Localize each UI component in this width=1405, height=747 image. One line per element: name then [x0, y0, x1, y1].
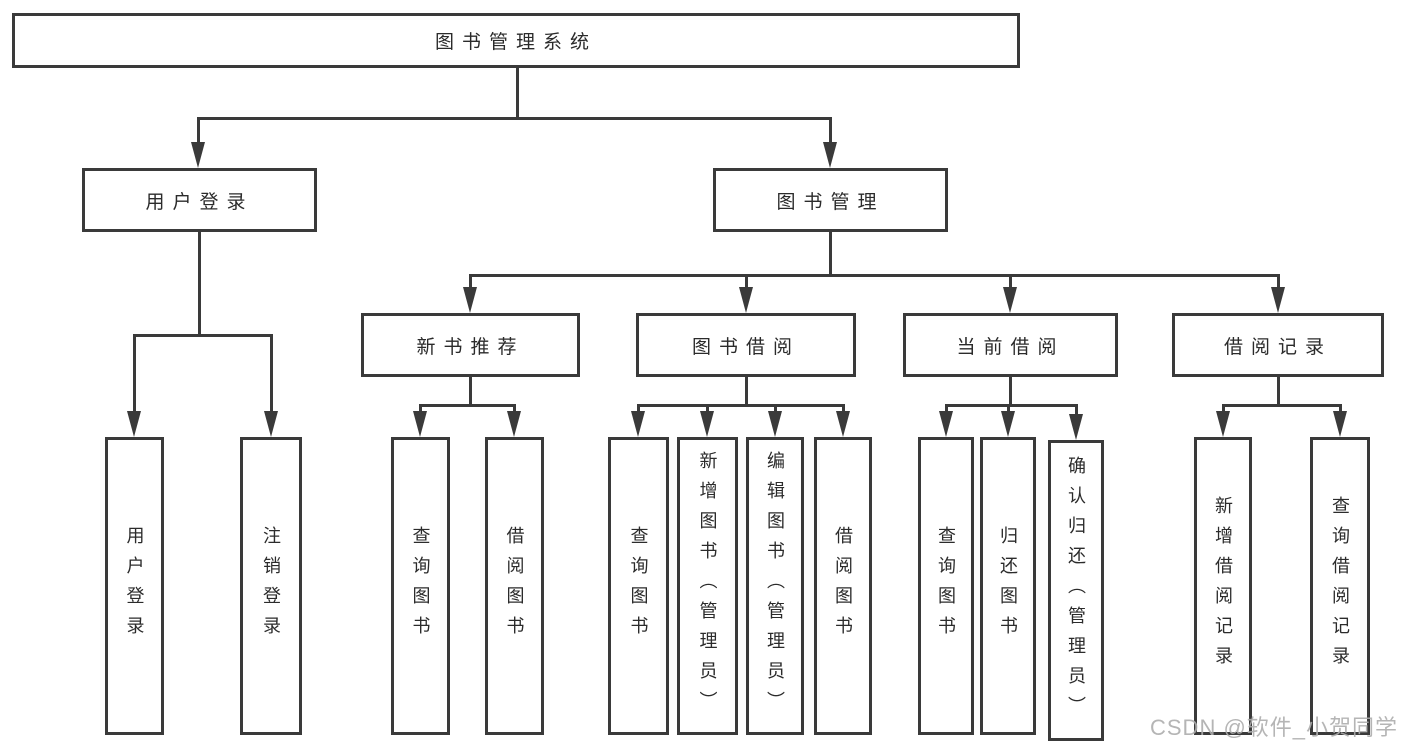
connector-line	[1009, 274, 1012, 289]
node-label: 注销登录	[261, 526, 281, 646]
connector-line	[133, 334, 136, 413]
arrow-down-icon	[823, 142, 837, 168]
node-book-management: 图书管理	[713, 168, 948, 232]
arrow-down-icon	[1271, 287, 1285, 313]
connector-line	[637, 404, 640, 413]
node-leaf-bb-borrow-books: 借阅图书	[814, 437, 872, 735]
connector-line	[198, 232, 201, 335]
watermark-text: CSDN @软件_小贺同学	[1150, 715, 1399, 740]
arrow-down-icon	[1003, 287, 1017, 313]
node-label: 查询图书	[936, 526, 956, 646]
arrow-down-icon	[631, 411, 645, 437]
node-book-borrow: 图书借阅	[636, 313, 856, 377]
arrow-down-icon	[1333, 411, 1347, 437]
connector-line	[469, 377, 472, 406]
connector-line	[513, 404, 516, 413]
connector-line	[829, 232, 832, 276]
node-label: 新增借阅记录	[1213, 496, 1233, 676]
arrow-down-icon	[413, 411, 427, 437]
node-label: 编辑图书（管理员）	[765, 451, 785, 721]
node-label: 新书推荐	[416, 336, 525, 358]
node-leaf-nbr-borrow-books: 借阅图书	[485, 437, 544, 735]
node-label: 当前借阅	[956, 336, 1065, 358]
node-label: 图书管理系统	[434, 32, 597, 53]
arrow-down-icon	[191, 142, 205, 168]
connector-line	[745, 274, 748, 289]
arrow-down-icon	[1001, 411, 1015, 437]
node-label: 图书借阅	[691, 336, 800, 358]
connector-line	[1339, 404, 1342, 413]
connector-line	[1009, 377, 1012, 406]
connector-line	[469, 274, 472, 289]
node-leaf-nbr-query-books: 查询图书	[391, 437, 450, 735]
node-label: 借阅记录	[1223, 336, 1332, 358]
arrow-down-icon	[507, 411, 521, 437]
connector-line	[842, 404, 845, 413]
connector-line	[829, 117, 832, 144]
connector-line	[706, 404, 709, 413]
arrow-down-icon	[264, 411, 278, 437]
node-label: 用户登录	[145, 191, 254, 213]
connector-line	[270, 334, 273, 413]
node-leaf-bb-add-books-admin: 新增图书（管理员）	[677, 437, 738, 735]
connector-line	[1222, 404, 1342, 407]
node-leaf-cb-return-books: 归还图书	[980, 437, 1036, 735]
connector-line	[745, 377, 748, 406]
node-label: 图书管理	[776, 191, 885, 213]
connector-line	[945, 404, 1078, 407]
arrow-down-icon	[127, 411, 141, 437]
node-label: 查询借阅记录	[1330, 496, 1350, 676]
connector-line	[1277, 377, 1280, 406]
connector-line	[419, 404, 516, 407]
node-leaf-bb-query-books: 查询图书	[608, 437, 669, 735]
arrow-down-icon	[463, 287, 477, 313]
node-root: 图书管理系统	[12, 13, 1020, 68]
connector-line	[945, 404, 948, 413]
node-label: 查询图书	[410, 526, 431, 646]
node-label: 确认归还（管理员）	[1066, 455, 1086, 726]
connector-line	[1277, 274, 1280, 289]
node-leaf-cb-query-books: 查询图书	[918, 437, 974, 735]
node-leaf-user-login: 用户登录	[105, 437, 164, 735]
connector-line	[197, 117, 832, 120]
node-leaf-cb-confirm-return-admin: 确认归还（管理员）	[1048, 440, 1104, 741]
connector-line	[469, 274, 1280, 277]
node-user-login: 用户登录	[82, 168, 317, 232]
connector-line	[1075, 404, 1078, 416]
node-leaf-logout: 注销登录	[240, 437, 302, 735]
node-leaf-br-query-record: 查询借阅记录	[1310, 437, 1370, 735]
arrow-down-icon	[1216, 411, 1230, 437]
arrow-down-icon	[768, 411, 782, 437]
node-leaf-br-add-record: 新增借阅记录	[1194, 437, 1252, 735]
connector-line	[419, 404, 422, 413]
arrow-down-icon	[1069, 414, 1083, 440]
arrow-down-icon	[700, 411, 714, 437]
node-label: 查询图书	[628, 526, 649, 646]
connector-line	[1007, 404, 1010, 413]
node-leaf-bb-edit-books-admin: 编辑图书（管理员）	[746, 437, 804, 735]
connector-line	[774, 404, 777, 413]
node-label: 借阅图书	[504, 526, 525, 646]
node-current-borrow: 当前借阅	[903, 313, 1118, 377]
connector-line	[516, 68, 519, 118]
connector-line	[1222, 404, 1225, 413]
node-new-book-recommend: 新书推荐	[361, 313, 580, 377]
node-label: 归还图书	[998, 526, 1018, 646]
node-label: 用户登录	[124, 526, 145, 646]
node-label: 新增图书（管理员）	[697, 451, 718, 721]
connector-line	[197, 117, 200, 144]
connector-line	[133, 334, 273, 337]
node-label: 借阅图书	[833, 526, 853, 646]
connector-line	[637, 404, 845, 407]
node-borrow-records: 借阅记录	[1172, 313, 1384, 377]
arrow-down-icon	[739, 287, 753, 313]
arrow-down-icon	[939, 411, 953, 437]
arrow-down-icon	[836, 411, 850, 437]
